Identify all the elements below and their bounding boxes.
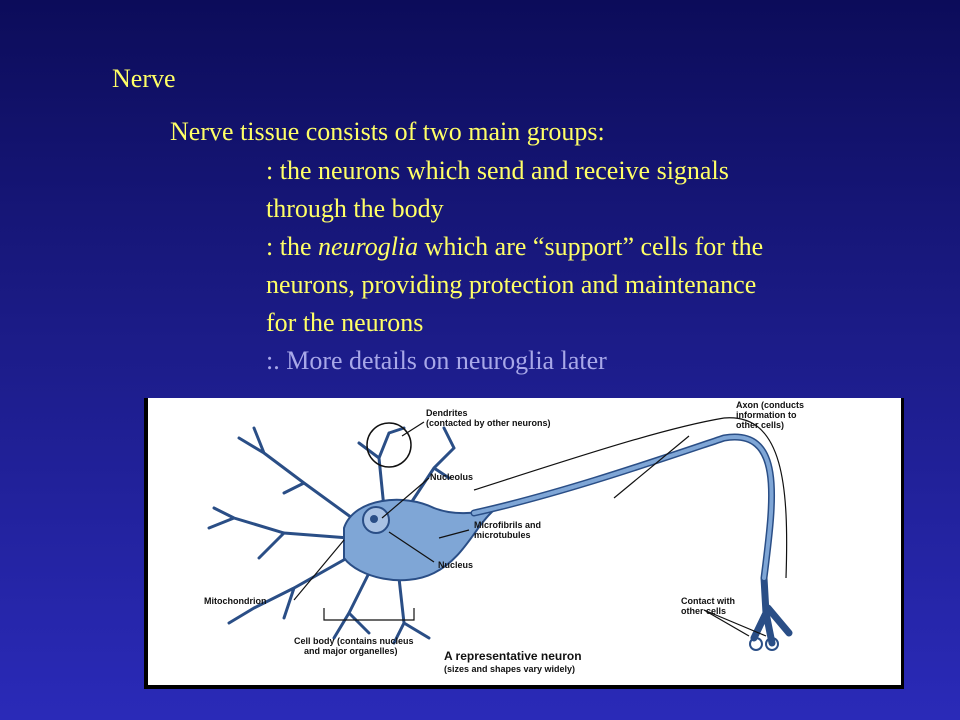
figure-frame-bottom <box>144 685 904 689</box>
neuroglia-suffix: which are “support” cells for the <box>418 232 764 261</box>
neuroglia-line-1: : the neuroglia which are “support” cell… <box>266 228 926 266</box>
neuroglia-prefix: : the <box>266 232 318 261</box>
label-microfibrils-2: microtubules <box>474 530 531 540</box>
label-contact-2: other cells <box>681 606 726 616</box>
neurons-line-1: : the neurons which send and receive sig… <box>266 156 729 185</box>
contact-circle-left <box>749 637 763 651</box>
neuron-figure: Dendrites (contacted by other neurons) N… <box>144 398 904 689</box>
neurons-line-2: through the body <box>266 194 444 223</box>
more-details-line: :. More details on neuroglia later <box>266 346 607 375</box>
label-cellbody-1: Cell body (contains nucleus <box>294 636 414 646</box>
leader-lines <box>293 417 788 637</box>
label-nucleolus: Nucleolus <box>430 472 473 482</box>
dendrite-highlight-circle <box>366 422 412 468</box>
caption-title: A representative neuron <box>444 649 582 663</box>
nucleolus-shape <box>370 515 378 523</box>
slide-title: Nerve <box>112 64 176 93</box>
neuroglia-line-3: for the neurons <box>266 308 424 337</box>
label-microfibrils-1: Microfibrils and <box>474 520 541 530</box>
neuroglia-line-2: neurons, providing protection and mainte… <box>266 270 757 299</box>
label-cellbody-2: and major organelles) <box>304 646 398 656</box>
neuron-diagram: Dendrites (contacted by other neurons) N… <box>204 400 804 674</box>
intro-text: Nerve tissue consists of two main groups… <box>170 117 605 146</box>
figure-frame-left <box>144 398 148 689</box>
caption-subtitle: (sizes and shapes vary widely) <box>444 664 575 674</box>
dendrites <box>207 426 456 645</box>
label-axon-2: information to <box>736 410 797 420</box>
contact-circle-right <box>765 637 779 651</box>
figure-frame-right <box>901 398 904 689</box>
label-mitochondrion: Mitochondrion <box>204 596 267 606</box>
label-nucleus: Nucleus <box>438 560 473 570</box>
label-dendrites-1: Dendrites <box>426 408 468 418</box>
label-axon-1: Axon (conducts <box>736 400 804 410</box>
label-contact-1: Contact with <box>681 596 735 606</box>
label-axon-3: other cells) <box>736 420 784 430</box>
bullet-list: : the neurons which send and receive sig… <box>266 152 926 380</box>
neuroglia-term: neuroglia <box>318 232 419 261</box>
label-dendrites-2: (contacted by other neurons) <box>426 418 551 428</box>
